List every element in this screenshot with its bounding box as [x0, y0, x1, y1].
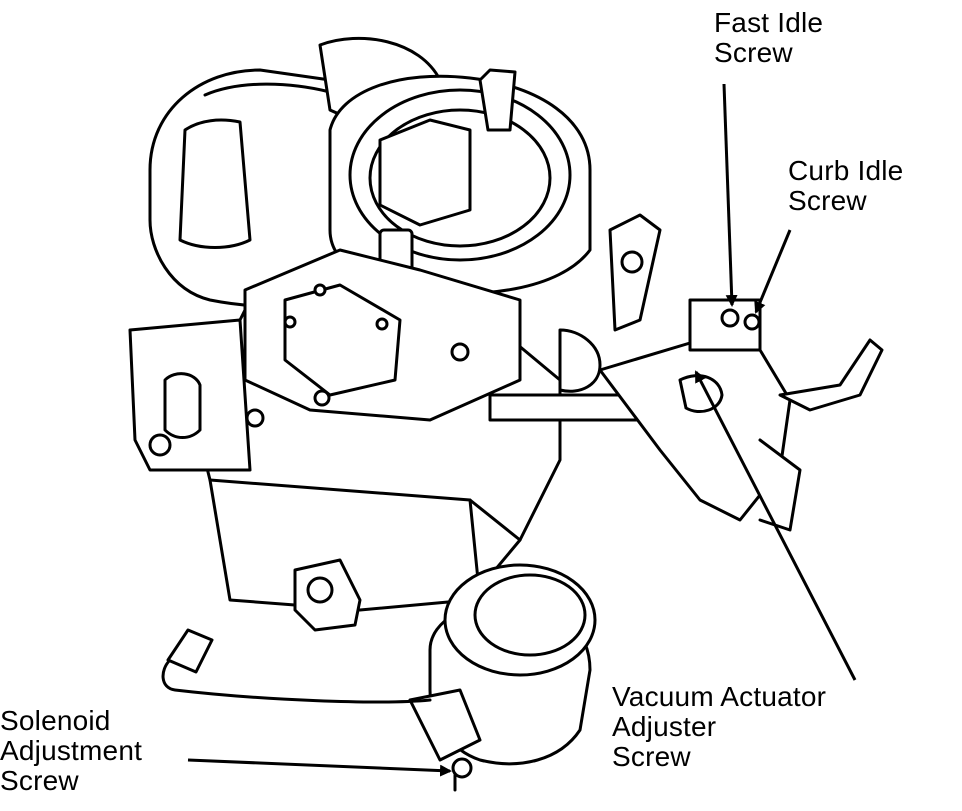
callout-line: Screw — [788, 185, 867, 216]
callout-line: Curb Idle — [788, 155, 904, 186]
leader-fast-idle — [722, 83, 738, 307]
callout-line: Screw — [612, 741, 691, 772]
solenoid-adjustment-screw-label: Solenoid Adjustment Screw — [0, 706, 142, 796]
callout-line: Screw — [714, 37, 793, 68]
callout-line: Adjuster — [612, 711, 717, 742]
leader-curb-idle — [754, 229, 792, 314]
solenoid — [408, 563, 597, 792]
solenoid-wire — [161, 628, 432, 704]
callout-line: Screw — [0, 765, 79, 796]
air-horn — [328, 68, 592, 296]
callout-line: Adjustment — [0, 735, 143, 766]
fast-idle-screw-label: Fast Idle Screw — [714, 8, 823, 68]
mounting-flange — [128, 318, 265, 472]
vacuum-actuator-adjuster-screw-label: Vacuum Actuator Adjuster Screw — [612, 682, 826, 772]
leader-solenoid — [187, 758, 452, 777]
callout-line: Vacuum Actuator — [612, 681, 827, 712]
connector-block — [293, 558, 362, 632]
callout-line: Solenoid — [0, 705, 111, 736]
callout-line: Fast Idle — [714, 7, 824, 38]
throttle-linkage — [488, 213, 884, 532]
curb-idle-screw-label: Curb Idle Screw — [788, 156, 903, 216]
choke-housing — [148, 36, 442, 309]
leader-vacuum-actuator — [694, 370, 857, 681]
cover-plate — [243, 248, 522, 422]
